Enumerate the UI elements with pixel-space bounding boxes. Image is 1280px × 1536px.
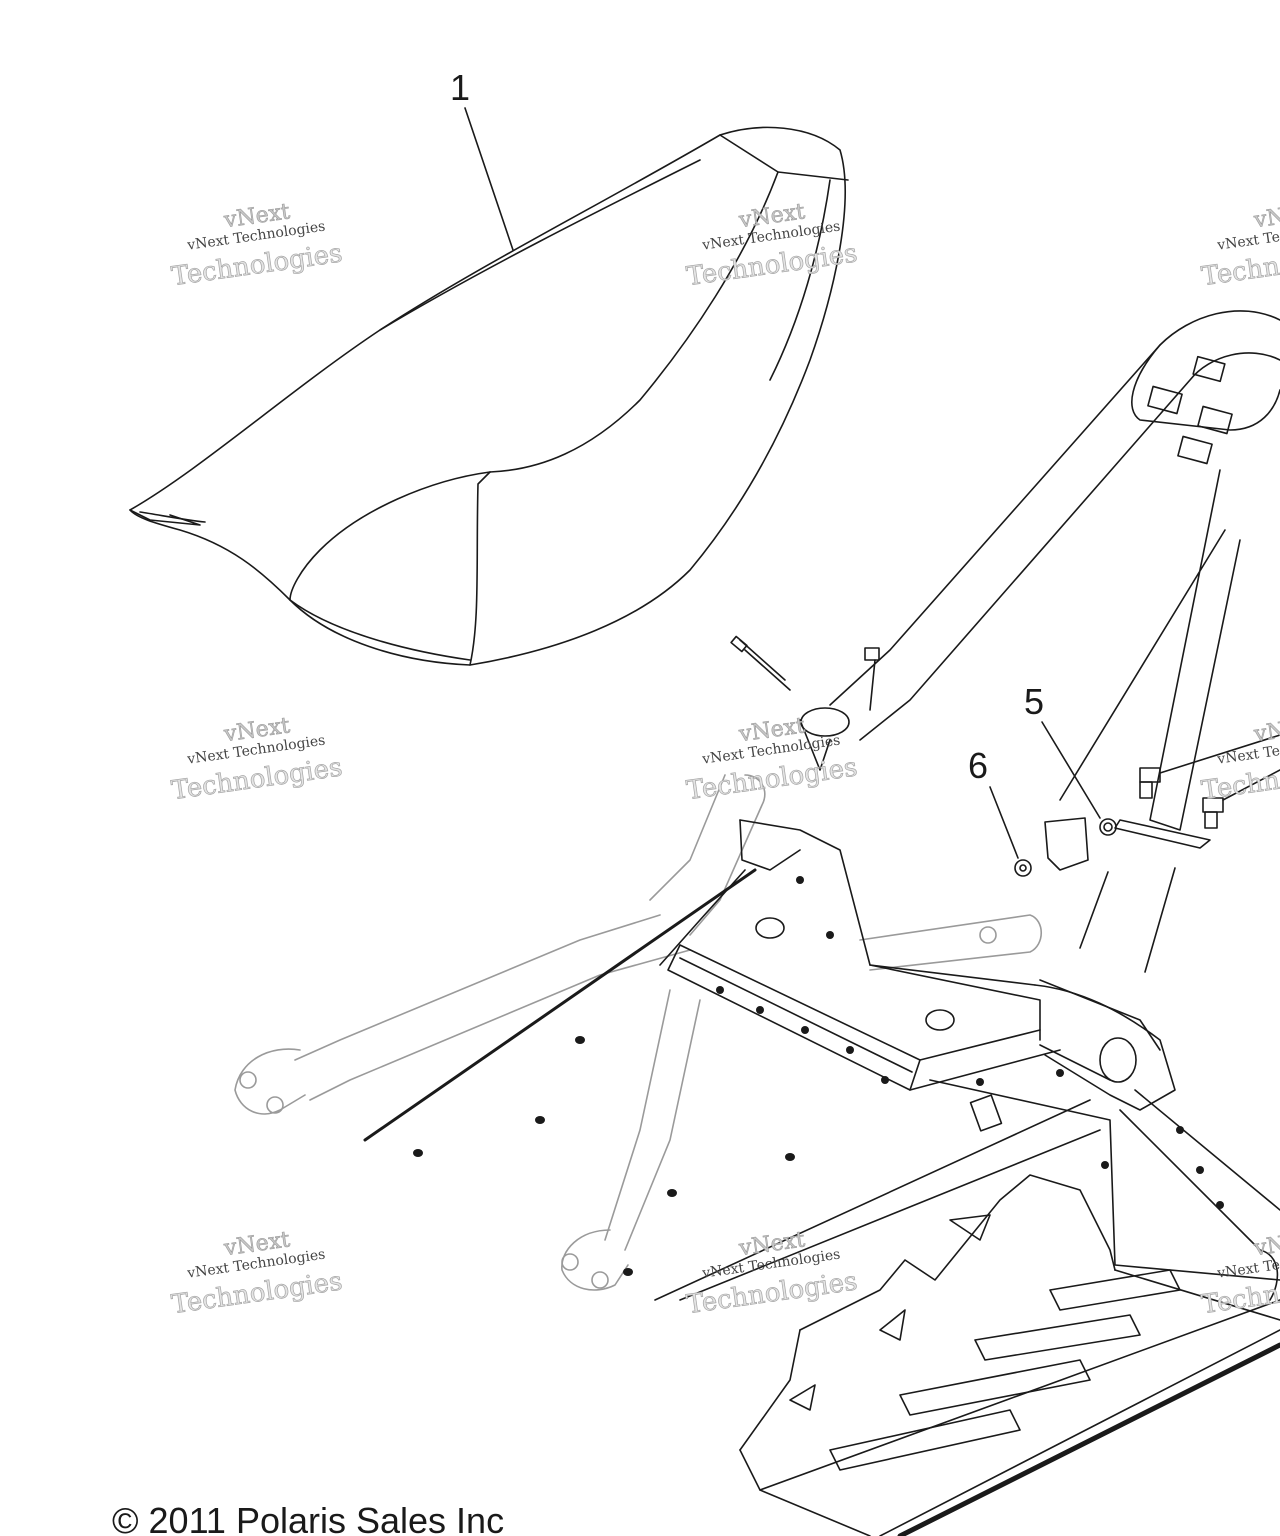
rear-rack-part: [730, 310, 1280, 871]
callout-6: 6: [968, 745, 989, 786]
copyright-notice: © 2011 Polaris Sales Inc: [112, 1500, 505, 1536]
tunnel-chassis: [363, 819, 1280, 1301]
bolt-group: [1079, 734, 1280, 973]
leader-line-5: [1041, 721, 1101, 819]
rivet-holes: [413, 876, 1224, 1276]
callout-5: 5: [1024, 681, 1045, 722]
running-board-part: [739, 1174, 1280, 1536]
part-6-washer: [1014, 859, 1032, 877]
ghost-frame-tubes: [234, 774, 1043, 1291]
leader-line-1: [464, 107, 514, 251]
callout-1: 1: [450, 67, 471, 108]
seat-part: [129, 126, 849, 666]
leader-line-6: [989, 786, 1019, 859]
part-5-nut: [1099, 818, 1117, 836]
